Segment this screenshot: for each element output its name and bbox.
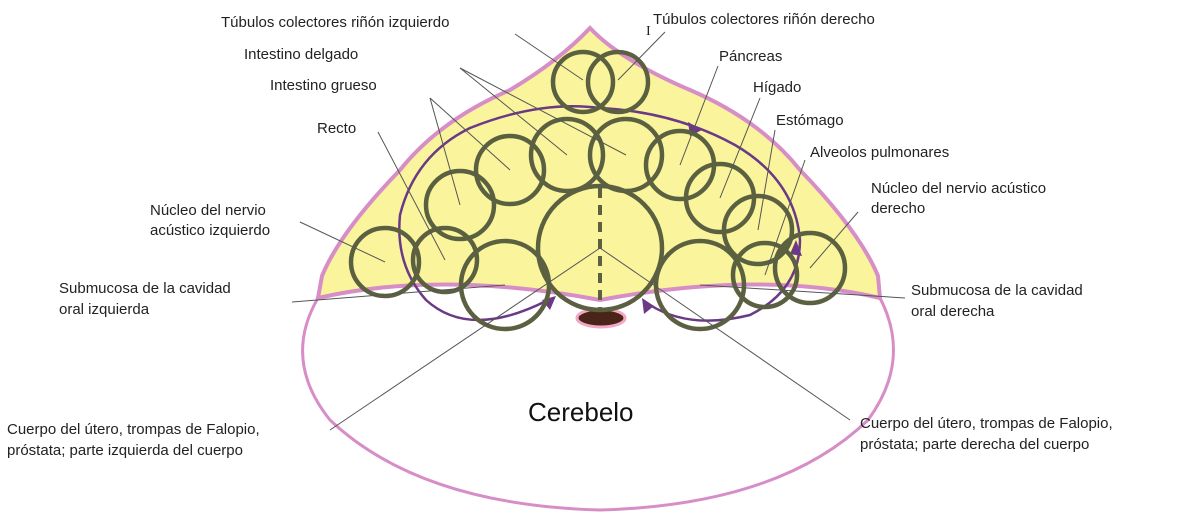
label-liver: Hígado bbox=[753, 79, 801, 96]
label-uterus-left-1: Cuerpo del útero, trompas de Falopio, bbox=[7, 421, 260, 438]
label-large-intestine: Intestino grueso bbox=[270, 77, 377, 94]
label-submucosa-right-1: Submucosa de la cavidad bbox=[911, 282, 1083, 299]
label-acoustic-right-2: derecho bbox=[871, 200, 925, 217]
label-submucosa-right-2: oral derecha bbox=[911, 303, 995, 320]
label-alveoli: Alveolos pulmonares bbox=[810, 144, 949, 161]
label-cerebellum: Cerebelo bbox=[528, 397, 634, 427]
label-acoustic-left-2: acústico izquierdo bbox=[150, 222, 270, 239]
label-uterus-right-2: próstata; parte derecha del cuerpo bbox=[860, 436, 1089, 453]
top-mark: I bbox=[646, 24, 651, 39]
label-pancreas: Páncreas bbox=[719, 48, 782, 65]
label-kidney-left: Túbulos colectores riñón izquierdo bbox=[221, 14, 449, 31]
label-stomach: Estómago bbox=[776, 112, 844, 129]
label-acoustic-left-1: Núcleo del nervio bbox=[150, 202, 266, 219]
label-uterus-left-2: próstata; parte izquierda del cuerpo bbox=[7, 442, 243, 459]
label-kidney-right: Túbulos colectores riñón derecho bbox=[653, 11, 875, 28]
label-submucosa-left-2: oral izquierda bbox=[59, 301, 150, 318]
label-uterus-right-1: Cuerpo del útero, trompas de Falopio, bbox=[860, 415, 1113, 432]
label-acoustic-right-1: Núcleo del nervio acústico bbox=[871, 180, 1046, 197]
label-small-intestine: Intestino delgado bbox=[244, 46, 358, 63]
label-rectum: Recto bbox=[317, 120, 356, 137]
label-submucosa-left-1: Submucosa de la cavidad bbox=[59, 280, 231, 297]
